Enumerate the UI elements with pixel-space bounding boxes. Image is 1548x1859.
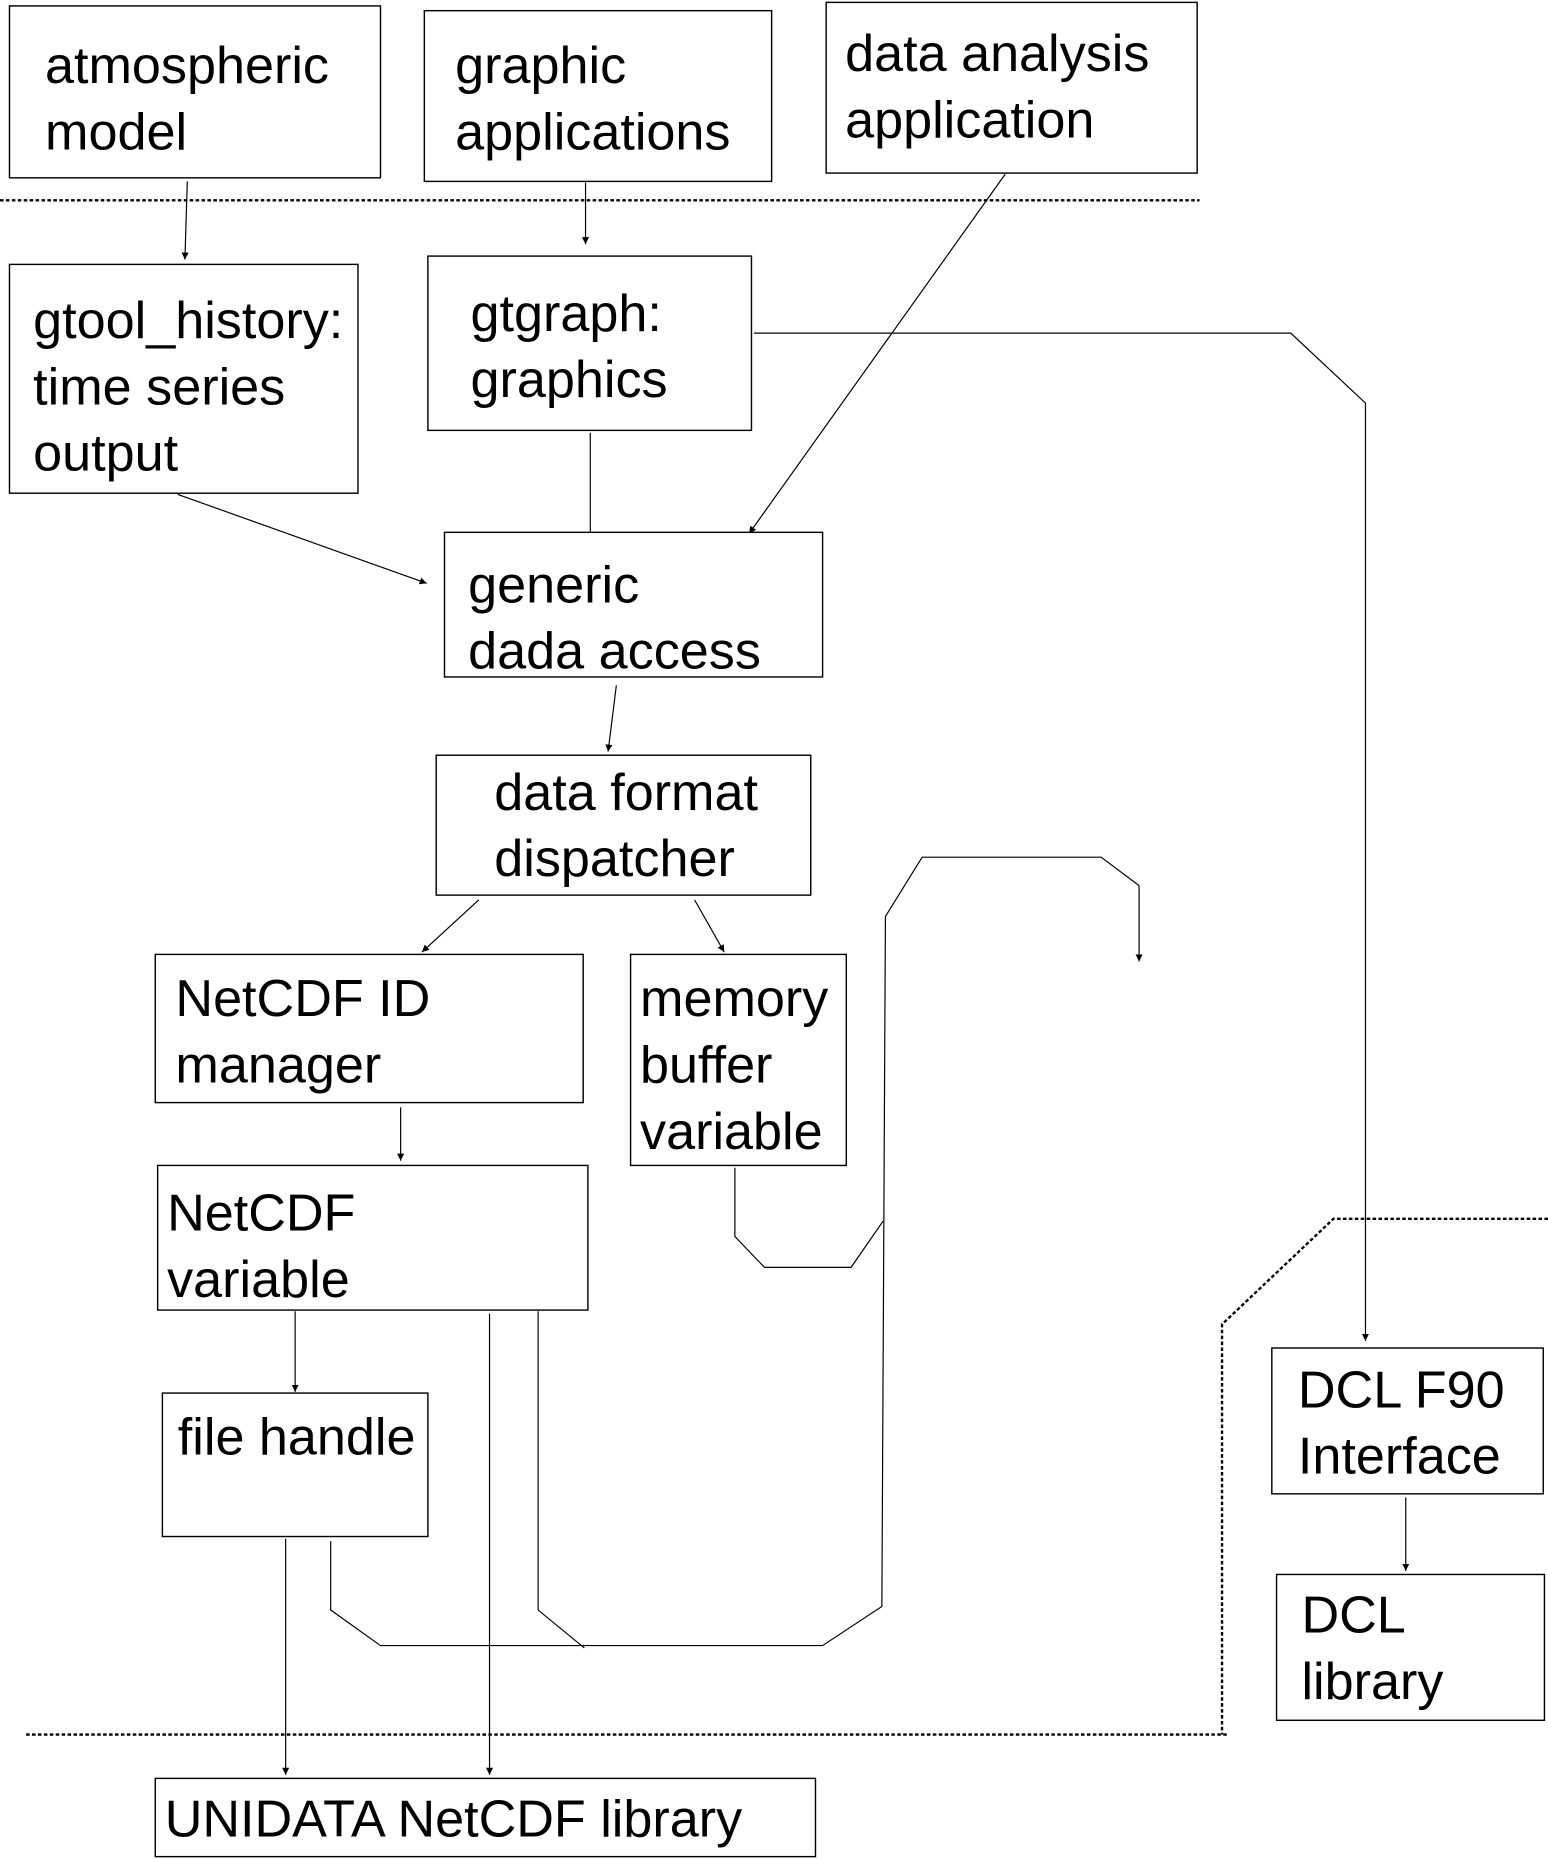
edge-generic-to-dispatcher [605, 685, 617, 752]
node-label: NetCDF ID [175, 970, 430, 1028]
node-label: dispatcher [494, 830, 735, 888]
node-label: application [845, 92, 1094, 150]
node-label: NetCDF [167, 1185, 355, 1243]
node-label: DCL F90 [1298, 1361, 1505, 1419]
node-file-handle: file handle [161, 1392, 429, 1538]
node-generic-data-access: generic dada access [443, 531, 824, 681]
node-data-analysis-application: data analysis application [825, 1, 1198, 174]
node-label: time series [33, 358, 285, 416]
node-unidata-netcdf-library: UNIDATA NetCDF library [154, 1777, 817, 1858]
svg-text:UNIDATA NetCDF library: UNIDATA NetCDF library [165, 1790, 742, 1848]
node-data-format-dispatcher: data format dispatcher [435, 754, 812, 896]
node-gtool-history: gtool_history:time series output [8, 263, 359, 494]
node-label: graphics [471, 351, 668, 409]
edge-netcdfvar-loop [537, 1311, 585, 1649]
node-label: variable [167, 1251, 350, 1309]
node-label: library [1301, 1653, 1443, 1711]
node-label: manager [175, 1036, 381, 1094]
edge-gtgraph-to-dcl [753, 332, 1370, 1341]
node-atmospheric-model: atmospheric model [8, 5, 382, 179]
node-label: gtool_history: [33, 292, 343, 350]
edge-dispatcher-to-idmanager [421, 899, 480, 953]
node-label: file handle [178, 1409, 416, 1467]
node-label: atmospheric [45, 37, 329, 95]
layer-separator-dcl [1220, 1217, 1548, 1735]
node-label: model [45, 103, 187, 161]
svg-text:file handle: file handle [178, 1409, 416, 1467]
node-label: DCL [1301, 1587, 1405, 1645]
node-memory-buffer-variable: memory buffer variable [629, 953, 848, 1167]
node-label: applications [455, 103, 730, 161]
node-label: data analysis [845, 25, 1149, 83]
node-label: UNIDATA NetCDF library [165, 1790, 742, 1848]
node-netcdf-variable: NetCDF variable [156, 1164, 589, 1311]
edge-memory-loop [734, 1167, 884, 1268]
node-dcl-library: DCL library [1275, 1573, 1546, 1721]
node-label: Interface [1298, 1428, 1501, 1486]
node-netcdf-id-manager: NetCDF ID manager [154, 953, 584, 1104]
node-label: generic [468, 556, 639, 614]
node-label: data format [494, 764, 758, 822]
edge-analysis-to-generic [748, 173, 1006, 534]
edge-atmospheric-to-gtool [181, 181, 189, 260]
edge-filehandle-loop [330, 856, 1140, 1647]
edge-dispatcher-to-memory [694, 899, 725, 953]
node-label: variable [640, 1103, 823, 1161]
node-label: memory [640, 970, 828, 1028]
node-label: output [33, 425, 178, 483]
edges [177, 173, 1410, 1775]
node-label: dada access [468, 623, 761, 681]
node-label: graphic [455, 37, 626, 95]
node-gtgraph: gtgraph: graphics [427, 255, 753, 432]
edge-gtool-to-generic [177, 493, 427, 585]
svg-text:gtgraph:graphics: gtgraph: graphics [471, 285, 668, 409]
node-graphic-applications: graphic applications [423, 9, 773, 183]
node-label: buffer [640, 1036, 772, 1094]
node-label: gtgraph: [471, 285, 662, 343]
